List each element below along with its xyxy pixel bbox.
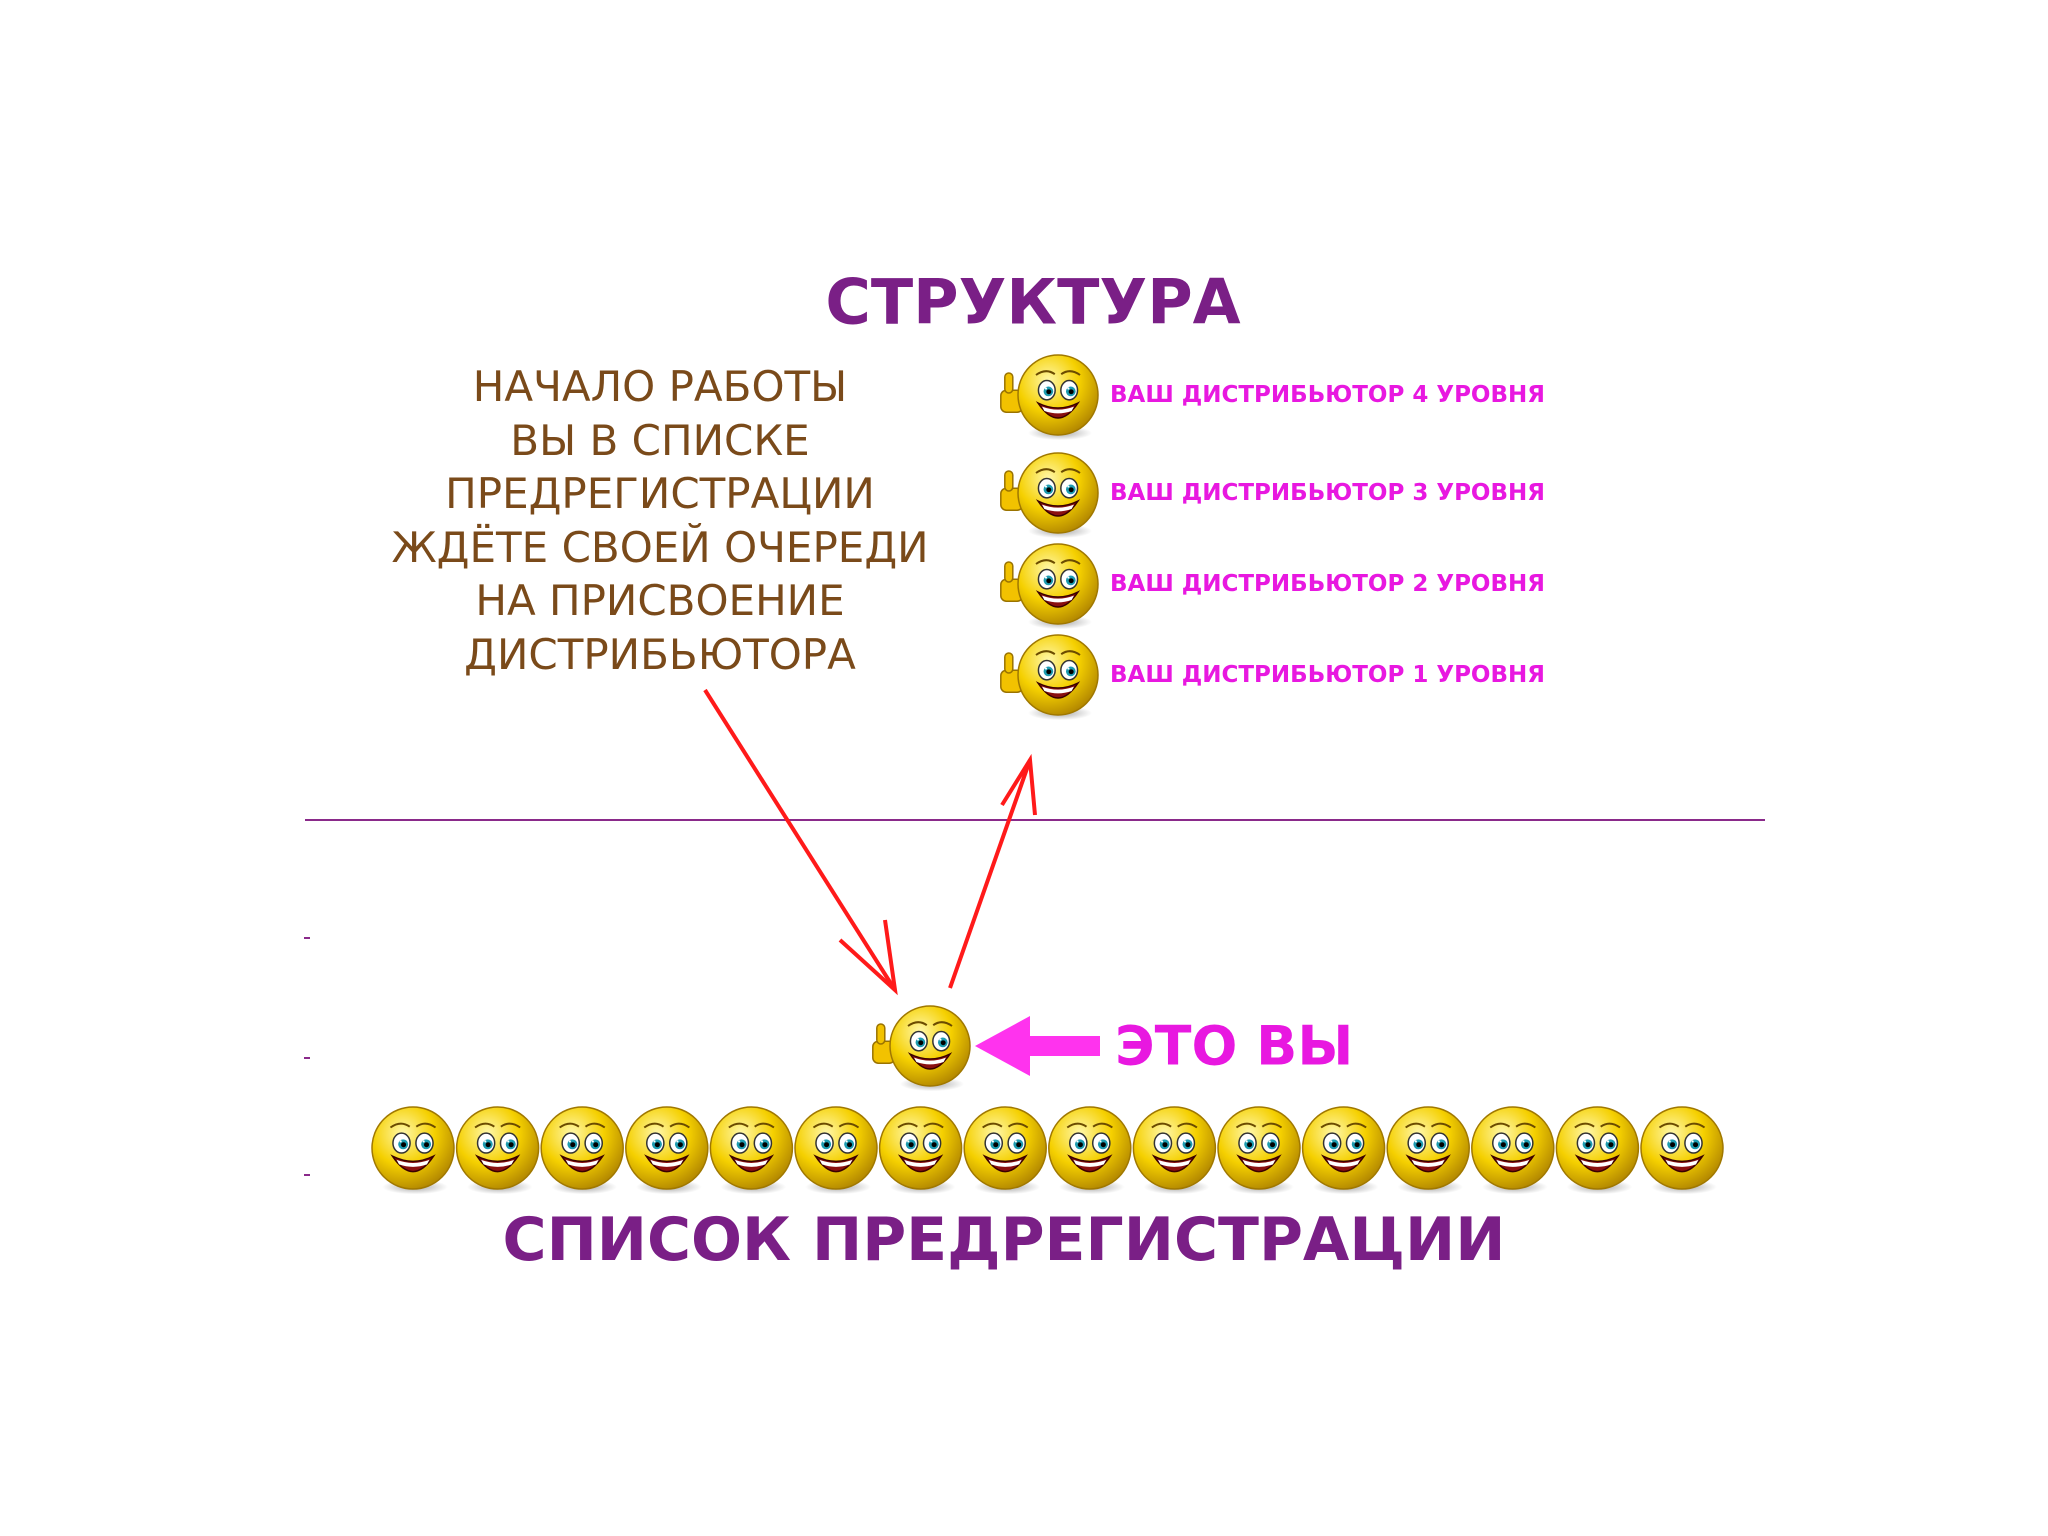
- list-title: СПИСОК ПРЕДРЕГИСТРАЦИИ: [502, 1205, 1506, 1275]
- intro-line: ЖДЁТЕ СВОЕЙ ОЧЕРЕДИ: [391, 522, 929, 572]
- queue-smiley: [709, 1106, 794, 1195]
- queue-smiley: [1217, 1106, 1301, 1195]
- structure-smiley-2: [1000, 543, 1099, 630]
- intro-text: НАЧАЛО РАБОТЫ ВЫ В СПИСКЕ ПРЕДРЕГИСТРАЦИ…: [340, 360, 980, 681]
- structure-smiley-4: [1000, 354, 1099, 441]
- queue-smiley: [1555, 1106, 1640, 1195]
- level-label-4: ВАШ ДИСТРИБЬЮТОР 4 УРОВНЯ: [1110, 382, 1545, 408]
- level-label-2: ВАШ ДИСТРИБЬЮТОР 2 УРОВНЯ: [1110, 571, 1545, 597]
- queue-smiley: [1640, 1106, 1724, 1195]
- queue-smiley: [1386, 1106, 1470, 1195]
- queue-smiley: [794, 1106, 878, 1195]
- queue-smiley: [455, 1106, 540, 1195]
- structure-smiley-1: [1000, 634, 1099, 721]
- you-smiley: [872, 1005, 971, 1092]
- arrow-to-you: [703, 688, 898, 996]
- arrow-to-structure: [948, 753, 1037, 989]
- queue-smiley: [1471, 1106, 1555, 1195]
- queue-smiley: [371, 1106, 455, 1195]
- intro-line: ПРЕДРЕГИСТРАЦИИ: [445, 469, 875, 518]
- level-label-3: ВАШ ДИСТРИБЬЮТОР 3 УРОВНЯ: [1110, 480, 1545, 506]
- you-arrow: [975, 1016, 1100, 1076]
- queue-smiley: [1301, 1106, 1386, 1195]
- structure-title: СТРУКТУРА: [825, 265, 1241, 339]
- queue-smiley: [963, 1106, 1047, 1195]
- structure-smiley-3: [1000, 452, 1099, 539]
- queue-smiley: [1048, 1106, 1132, 1195]
- queue-smiley: [540, 1106, 624, 1195]
- intro-line: ВЫ В СПИСКЕ: [510, 415, 810, 465]
- you-label: ЭТО ВЫ: [1115, 1014, 1354, 1078]
- queue-smiley: [878, 1106, 963, 1195]
- queue-smiley: [625, 1106, 709, 1195]
- queue-smiley: [1132, 1106, 1217, 1195]
- level-label-1: ВАШ ДИСТРИБЬЮТОР 1 УРОВНЯ: [1110, 662, 1545, 688]
- intro-line: ДИСТРИБЬЮТОРА: [464, 629, 856, 679]
- intro-line: НА ПРИСВОЕНИЕ: [475, 576, 845, 625]
- intro-line: НАЧАЛО РАБОТЫ: [472, 362, 848, 411]
